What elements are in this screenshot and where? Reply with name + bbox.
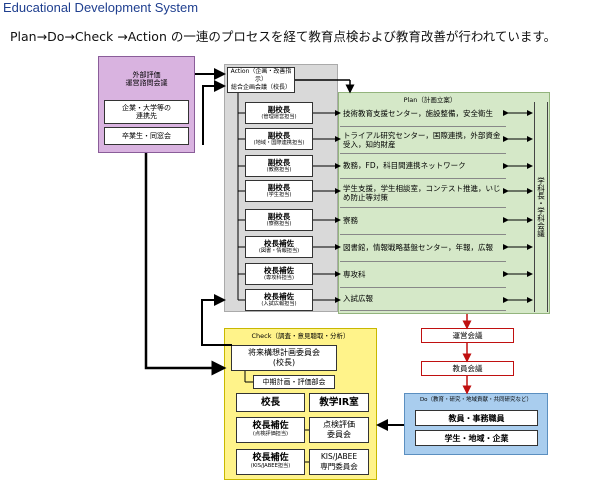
plan-row: 教務，FD，科目間連携ネットワーク bbox=[340, 154, 506, 179]
check-header: Check（調査・意見聴取・分析） bbox=[251, 332, 350, 340]
vp-box: 副校長(管理運営担当) bbox=[245, 102, 313, 124]
vp-title: 副校長 bbox=[267, 212, 291, 222]
vp-box: 校長補佐(入試広報担当) bbox=[245, 289, 313, 311]
ir-office-box: 教学IR室 bbox=[309, 393, 369, 412]
vp-title: 副校長 bbox=[267, 105, 291, 115]
action-committee-label: 総合企画会議（校長） bbox=[230, 84, 291, 91]
vp-title: 校長補佐 bbox=[264, 292, 294, 302]
vp-title: 副校長 bbox=[267, 183, 291, 193]
vp-box: 副校長(地域・国際連携担当) bbox=[245, 128, 313, 150]
vp-role: (地域・国際連携担当) bbox=[253, 140, 305, 147]
plan-panel bbox=[338, 92, 550, 314]
arrow-check-to-action bbox=[201, 294, 232, 346]
companies-box: 企業・大学等の 連携先 bbox=[104, 100, 189, 124]
vp-title: 校長補佐 bbox=[264, 239, 294, 249]
plan-row: 専攻科 bbox=[340, 262, 506, 288]
mid-plan-box: 中期計画・評価部会 bbox=[253, 375, 335, 389]
do-header: Do（教育・研究・地域貢献・共同研究など） bbox=[419, 397, 533, 403]
vp-box: 校長補佐(図書・情報担当) bbox=[245, 236, 313, 258]
do-students-box: 学生・地域・企業 bbox=[415, 430, 538, 446]
plan-rows: 技術教育支援センター，施設整備，安全衛生トライアル研究センター，国際連携，外部資… bbox=[340, 101, 506, 311]
plan-row: 寮務 bbox=[340, 208, 506, 235]
vp-role: (学生担当) bbox=[266, 192, 292, 199]
do-staff-box: 教員・事務職員 bbox=[415, 410, 538, 426]
external-eval-committee: 外部評価 運営諮問会議 bbox=[125, 71, 168, 87]
vp-role: (寮務担当) bbox=[266, 221, 292, 228]
vp-box: 副校長(教務担当) bbox=[245, 155, 313, 177]
asst-jabee-main: 校長補佐 bbox=[252, 453, 289, 464]
vp-title: 副校長 bbox=[267, 158, 291, 168]
plan-side-label: 学科長・学科会議 bbox=[534, 102, 548, 312]
future-committee-box: 将来構想計画委員会 (校長) bbox=[231, 345, 337, 371]
vp-box: 校長補佐(専攻科担当) bbox=[245, 263, 313, 285]
eval-committee-box: 点検評価 委員会 bbox=[309, 417, 369, 443]
plan-header: Plan（計画立案） bbox=[403, 96, 457, 104]
asst-jabee-box: 校長補佐 (KIS/JABEE担当) bbox=[236, 449, 305, 475]
asst-eval-main: 校長補佐 bbox=[252, 421, 289, 432]
vp-role: (教務担当) bbox=[266, 167, 292, 174]
alumni-box: 卒業生・同窓会 bbox=[104, 127, 189, 145]
arrow-external-to-check bbox=[144, 153, 227, 376]
vp-role: (入試広報担当) bbox=[261, 301, 297, 308]
plan-row: トライアル研究センター，国際連携，外部資金受入，知的財産 bbox=[340, 127, 506, 154]
asst-eval-sub: (点検評価担当) bbox=[252, 431, 289, 438]
principal-box: 校長 bbox=[236, 393, 305, 412]
vp-role: (図書・情報担当) bbox=[258, 248, 300, 255]
vp-role: (管理運営担当) bbox=[261, 114, 297, 121]
vp-plan-arrows bbox=[238, 110, 533, 303]
plan-row: 学生支援，学生相談室，コンテスト推進，いじめ防止等対策 bbox=[340, 179, 506, 208]
vp-role: (専攻科担当) bbox=[264, 275, 294, 282]
jabee-committee-box: KIS/JABEE 専門委員会 bbox=[309, 449, 369, 475]
arrow-alumni-to-action bbox=[202, 80, 226, 145]
vp-title: 副校長 bbox=[267, 131, 291, 141]
vp-box: 副校長(寮務担当) bbox=[245, 209, 313, 231]
vp-box: 副校長(学生担当) bbox=[245, 180, 313, 202]
action-committee: Action（企画・改善指示） 総合企画会議（校長） bbox=[227, 67, 295, 93]
page-subtitle: Plan→Do→Check →Action の一連のプロセスを経て教育点検および… bbox=[10, 29, 557, 44]
action-header: Action（企画・改善指示） bbox=[230, 68, 292, 83]
asst-jabee-sub: (KIS/JABEE担当) bbox=[250, 463, 291, 470]
plan-row: 入試広報 bbox=[340, 288, 506, 311]
asst-eval-box: 校長補佐 (点検評価担当) bbox=[236, 417, 305, 443]
plan-row: 図書館，情報戦略基盤センター，年報，広報 bbox=[340, 235, 506, 262]
page-title: Educational Development System bbox=[3, 0, 199, 15]
vp-title: 校長補佐 bbox=[264, 266, 294, 276]
plan-row: 技術教育支援センター，施設整備，安全衛生 bbox=[340, 101, 506, 127]
